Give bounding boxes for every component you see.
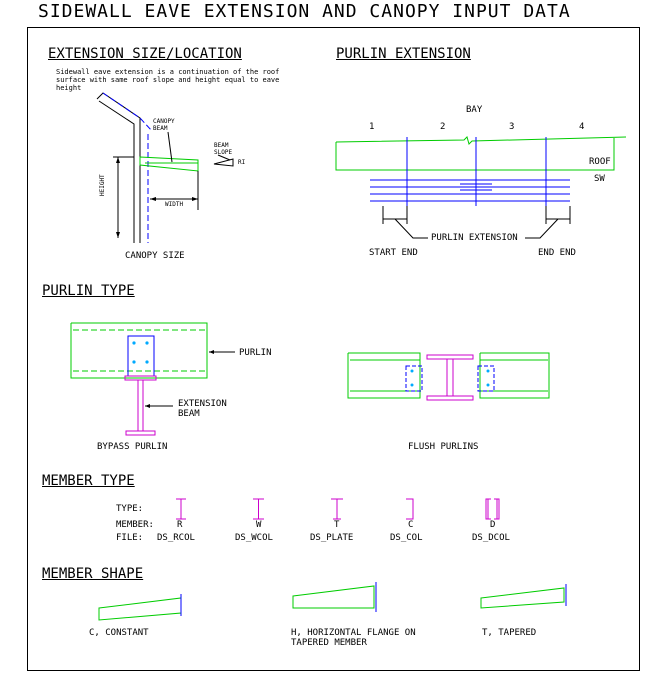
extension-note: Sidewall eave extension is a continuatio… [56,68,280,92]
member-shape-title: MEMBER SHAPE [42,566,144,582]
height-label: HEIGHT [99,174,106,196]
member-w-icon [253,498,264,520]
purlin-label: PURLIN [239,348,272,358]
bay-label: BAY [466,105,483,115]
end-end-label: END END [538,248,576,258]
drawing-frame [27,27,640,671]
width-label: WIDTH [165,201,184,208]
member-shape-diagrams [98,582,567,621]
member-file-c: DS_COL [390,533,423,543]
member-file-t: DS_PLATE [310,533,354,543]
canopy-size-diagram [96,92,234,243]
rise-label: RI [238,159,246,166]
page-title: SIDEWALL EAVE EXTENSION AND CANOPY INPUT… [38,1,571,22]
member-code-c: C [408,520,414,530]
member-r-icon [176,498,186,520]
sw-label: SW [594,174,605,184]
bay-1: 1 [369,122,375,132]
purlin-extension-title: PURLIN EXTENSION [336,46,471,62]
bay-2: 2 [440,122,446,132]
member-label: MEMBER: [116,520,154,530]
purlin-extension-label: PURLIN EXTENSION [431,233,518,243]
shape-constant-label: C, CONSTANT [89,628,149,638]
roof-label: ROOF [589,157,611,167]
shape-tapered-label: T, TAPERED [482,628,537,638]
member-code-t: T [334,520,340,530]
bay-4: 4 [579,122,585,132]
flush-purlins-caption: FLUSH PURLINS [408,442,479,452]
file-label: FILE: [116,533,144,543]
bypass-purlin-caption: BYPASS PURLIN [97,442,168,452]
member-c-icon [406,498,414,520]
member-file-r: DS_RCOL [157,533,195,543]
canopy-beam-label: CANOPY BEAM [153,118,175,132]
extension-title: EXTENSION SIZE/LOCATION [48,46,242,62]
member-type-icons [176,498,500,520]
bypass-purlin-diagram [70,322,235,436]
member-d-icon [485,498,500,520]
shape-horizontal-label: H, HORIZONTAL FLANGE ON TAPERED MEMBER [291,628,416,648]
flush-purlin-diagram [347,352,550,401]
member-code-d: D [490,520,496,530]
canopy-size-caption: CANOPY SIZE [125,251,185,261]
member-type-title: MEMBER TYPE [42,473,135,489]
purlin-extension-diagram [335,136,627,239]
member-code-r: R [177,520,183,530]
member-file-d: DS_DCOL [472,533,510,543]
type-label: TYPE: [116,504,144,514]
bay-3: 3 [509,122,515,132]
member-t-icon [331,498,343,520]
purlin-type-title: PURLIN TYPE [42,283,135,299]
start-end-label: START END [369,248,418,258]
extension-beam-label: EXTENSION BEAM [178,399,227,419]
member-file-w: DS_WCOL [235,533,273,543]
member-code-w: W [256,520,262,530]
beam-slope-label: BEAM SLOPE [214,142,233,156]
